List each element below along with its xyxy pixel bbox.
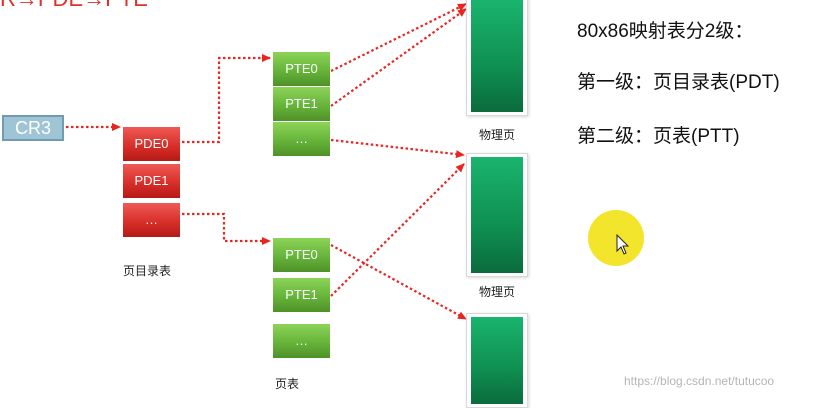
physical-page-caption-top: 物理页	[479, 128, 516, 142]
pde-ellipsis-entry: …	[123, 203, 180, 237]
diagram-title: R→PDE→PTE	[0, 0, 148, 12]
pte-table-a-pte1: PTE1	[273, 87, 330, 121]
pde0-entry: PDE0	[123, 127, 180, 161]
cr3-register: CR3	[2, 115, 64, 141]
pte-table-b-ellipsis: …	[273, 324, 330, 358]
arrow-pte0-to-page-top	[330, 3, 467, 72]
physical-page-bottom	[466, 313, 528, 408]
arrow-pde0-to-pte-table-a	[182, 54, 271, 144]
pte-table-b-pte0: PTE0	[273, 238, 330, 272]
arrow-pteb-pte0-to-page-bottom	[330, 244, 467, 320]
pte-table-a-ellipsis: …	[273, 122, 330, 156]
pte-table-b-pte1: PTE1	[273, 278, 330, 312]
notes-level2: 第二级：页表(PTT)	[577, 126, 740, 147]
pte-table-a-pte0: PTE0	[273, 52, 330, 86]
watermark: https://blog.csdn.net/tutucoo	[624, 374, 775, 388]
cursor-highlight	[588, 210, 644, 266]
arrow-pte1-to-page-top	[330, 8, 467, 107]
arrow-pteb-pte1-to-page-mid	[330, 163, 465, 297]
notes-heading: 80x86映射表分2级：	[577, 21, 754, 42]
arrow-pde-ellipsis-to-pte-table-b	[182, 212, 271, 245]
arrow-pte-ellipsis-to-page-mid	[330, 138, 465, 159]
page-table-caption: 页表	[275, 377, 300, 391]
notes-level1: 第一级：页目录表(PDT)	[577, 72, 780, 93]
physical-page-caption-middle: 物理页	[479, 285, 516, 299]
page-directory-caption: 页目录表	[123, 264, 172, 278]
physical-page-top	[466, 0, 528, 116]
mouse-pointer-icon	[616, 234, 630, 255]
physical-page-middle	[466, 153, 528, 277]
pde1-entry: PDE1	[123, 164, 180, 198]
